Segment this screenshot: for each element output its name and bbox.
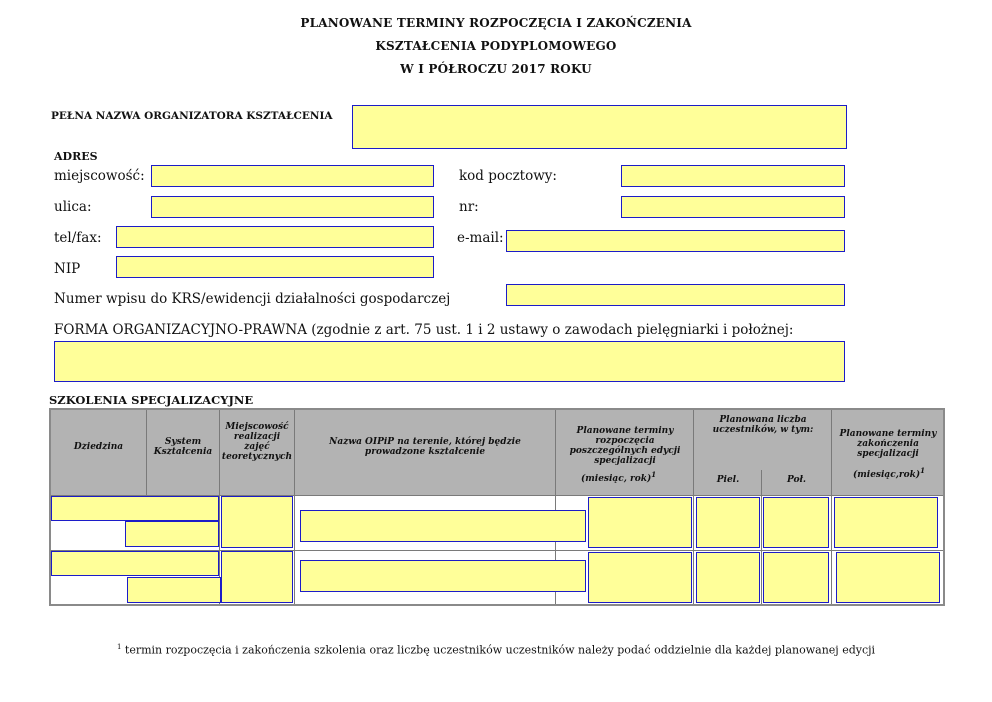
header-miejscowosc: Miejscowość realizacji zajęć teoretyczny… <box>221 422 293 462</box>
specializations-table: Dziedzina System Kształcenia Miejscowość… <box>49 408 945 606</box>
section-title: SZKOLENIA SPECJALIZACYJNE <box>49 393 254 407</box>
header-piel: Piel. <box>716 475 740 485</box>
row1-pol-field[interactable] <box>763 497 829 548</box>
krs-field[interactable] <box>506 284 845 306</box>
address-heading: ADRES <box>54 150 98 163</box>
row1-dziedzina-field[interactable] <box>51 496 219 521</box>
row2-oipip-field[interactable] <box>300 560 586 592</box>
row1-system-field[interactable] <box>125 521 219 547</box>
row1-start-field[interactable] <box>588 497 692 548</box>
header-pol: Poł. <box>786 475 807 485</box>
row1-piel-field[interactable] <box>696 497 760 548</box>
document-title-line2: KSZTAŁCENIA PODYPLOMOWEGO <box>375 39 617 53</box>
nip-field[interactable] <box>116 256 434 278</box>
header-start-dates-sub: (miesiąc, rok)1 <box>581 470 657 484</box>
city-label: miejscowość: <box>54 168 145 184</box>
row2-start-field[interactable] <box>588 552 692 603</box>
document-title-line1: PLANOWANE TERMINY ROZPOCZĘCIA I ZAKOŃCZE… <box>300 16 692 30</box>
row1-miejscowosc-field[interactable] <box>221 496 293 548</box>
nip-label: NIP <box>54 261 81 277</box>
row1-end-field[interactable] <box>834 497 938 548</box>
row2-pol-field[interactable] <box>763 552 829 603</box>
row2-piel-field[interactable] <box>696 552 760 603</box>
header-system: System Kształcenia <box>153 437 213 457</box>
number-label: nr: <box>459 199 479 215</box>
legal-form-field[interactable] <box>54 341 845 382</box>
header-dziedzina: Dziedzina <box>73 442 124 452</box>
number-field[interactable] <box>621 196 845 218</box>
row2-miejscowosc-field[interactable] <box>221 551 293 603</box>
email-field[interactable] <box>506 230 845 252</box>
street-label: ulica: <box>54 199 92 215</box>
phone-fax-label: tel/fax: <box>54 230 102 246</box>
street-field[interactable] <box>151 196 434 218</box>
header-end-dates-sub: (miesiąc,rok)1 <box>853 466 925 480</box>
phone-fax-field[interactable] <box>116 226 434 248</box>
row2-system-field[interactable] <box>127 577 221 603</box>
footnote: 1 termin rozpoczęcia i zakończenia szkol… <box>116 643 876 657</box>
header-participants: Planowana liczba uczestników, w tym: <box>712 415 814 435</box>
row1-oipip-field[interactable] <box>300 510 586 542</box>
header-start-dates: Planowane terminy rozpoczęcia poszczegól… <box>569 426 681 466</box>
row2-dziedzina-field[interactable] <box>51 551 219 576</box>
row2-end-field[interactable] <box>836 552 940 603</box>
city-field[interactable] <box>151 165 434 187</box>
header-oipip: Nazwa OIPiP na terenie, której będzie pr… <box>329 437 521 457</box>
organizer-label: PEŁNA NAZWA ORGANIZATORA KSZTAŁCENIA <box>51 110 333 122</box>
header-end-dates: Planowane terminy zakończenia specjaliza… <box>839 429 937 459</box>
postal-code-label: kod pocztowy: <box>459 168 557 184</box>
email-label: e-mail: <box>457 230 504 246</box>
document-title-line3: W I PÓŁROCZU 2017 ROKU <box>400 62 592 76</box>
postal-code-field[interactable] <box>621 165 845 187</box>
legal-form-label: FORMA ORGANIZACYJNO-PRAWNA (zgodnie z ar… <box>54 322 794 338</box>
organizer-name-field[interactable] <box>352 105 847 149</box>
krs-label: Numer wpisu do KRS/ewidencji działalnośc… <box>54 291 451 307</box>
table-header <box>51 410 943 495</box>
